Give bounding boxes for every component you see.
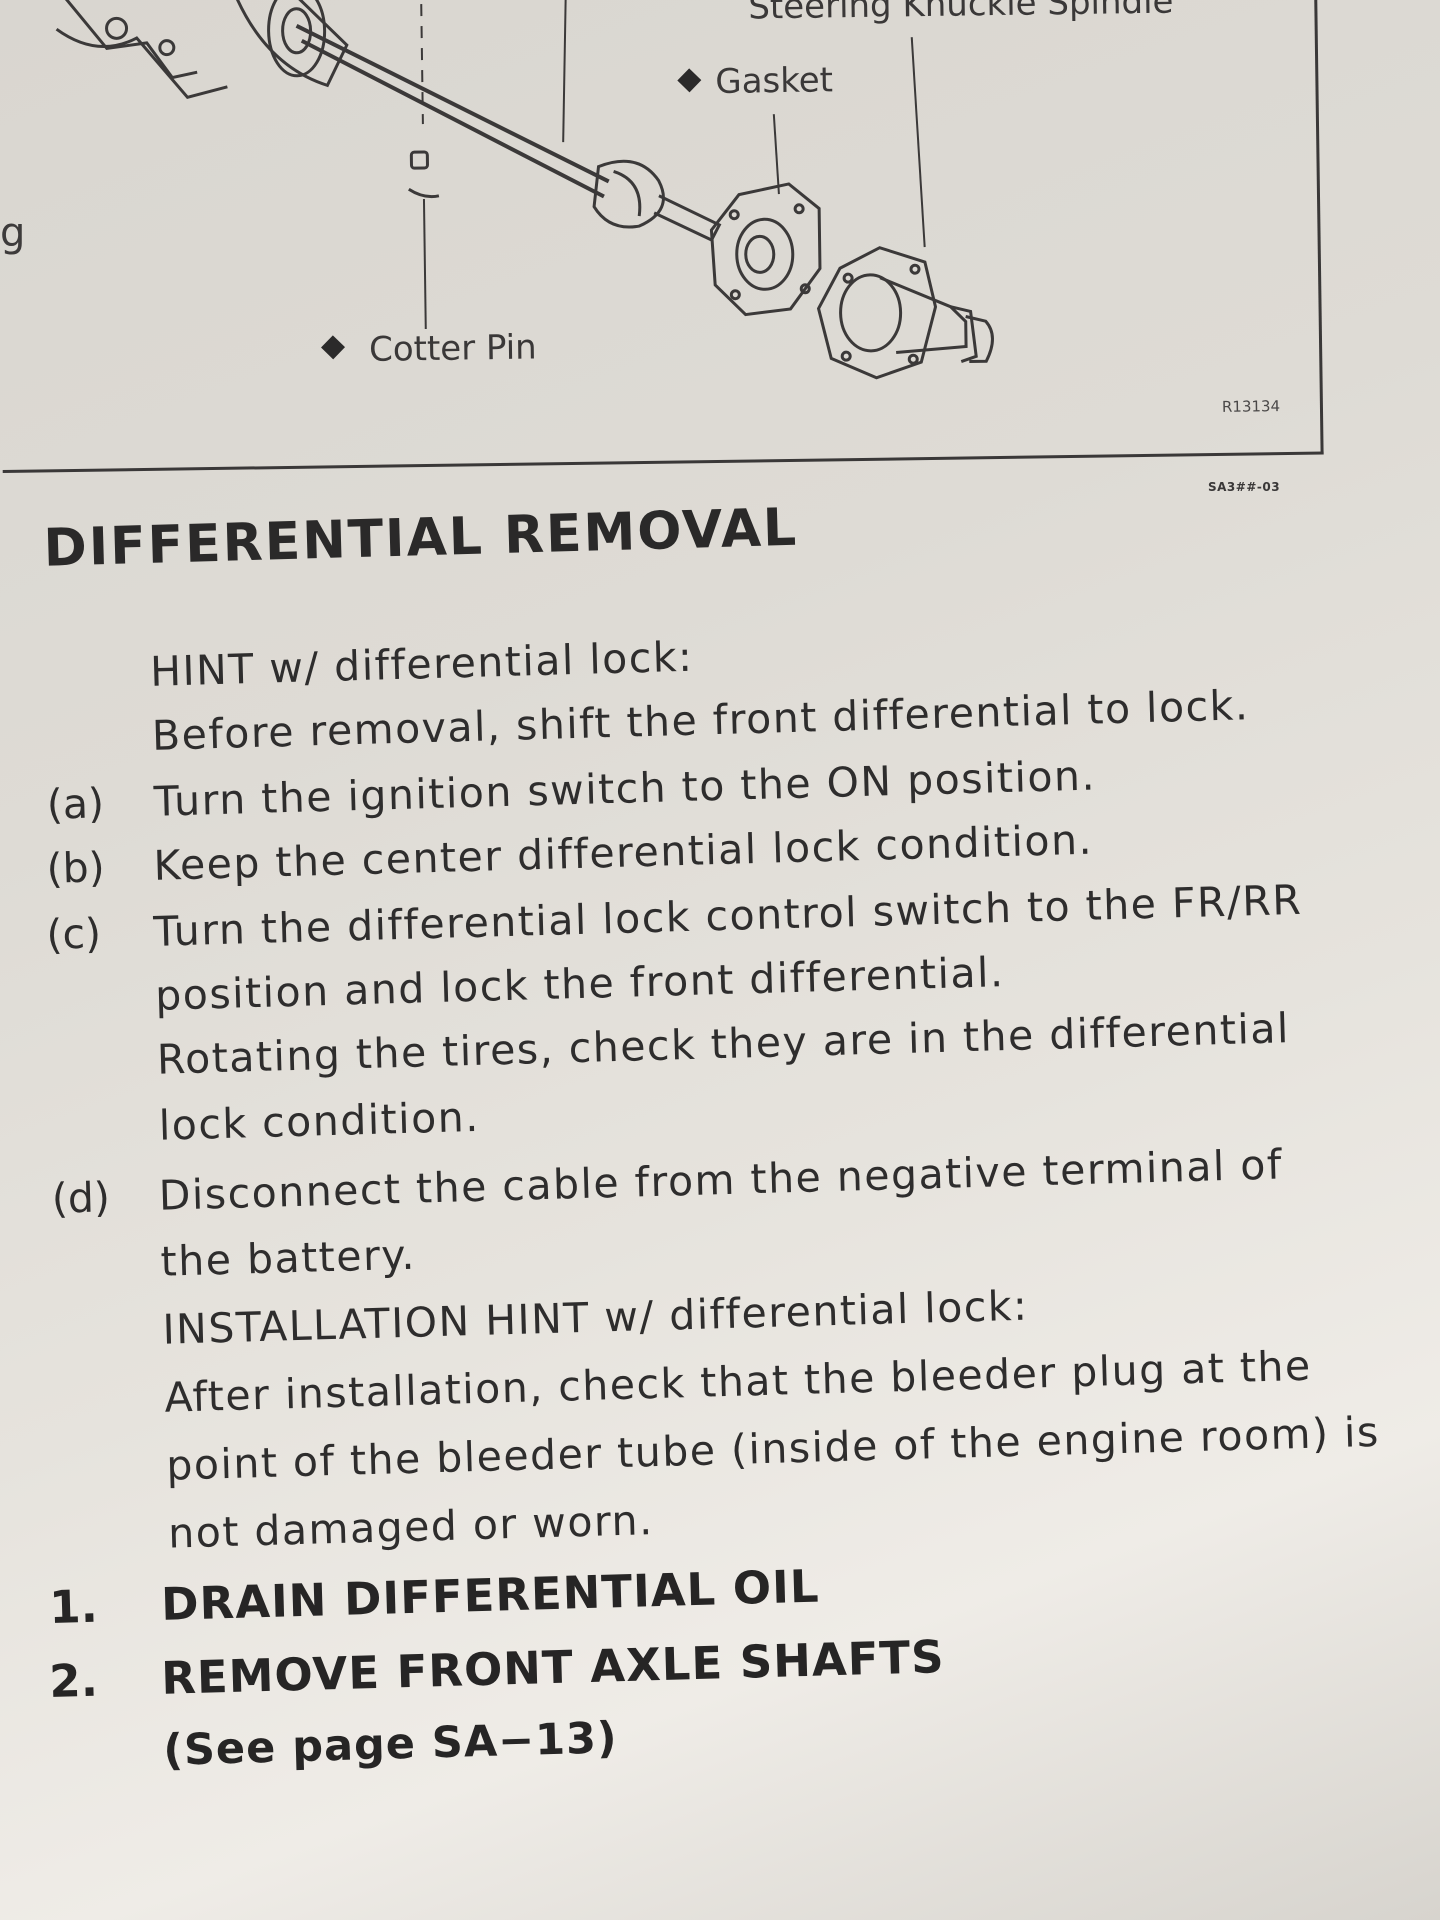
substep-marker-b: (b) <box>45 843 106 893</box>
axle-diagram-illustration <box>55 0 994 380</box>
substep-d-line: Disconnect the cable from the negative t… <box>158 1140 1284 1220</box>
substep-c-line: lock condition. <box>158 1092 481 1150</box>
substep-b-line: Keep the center differential lock condit… <box>152 815 1094 890</box>
section-title: DIFFERENTIAL REMOVAL <box>42 497 799 579</box>
step-number: 2. <box>48 1653 99 1709</box>
section-code: SA3##-03 <box>1208 480 1281 494</box>
margin-mark: g <box>0 210 26 256</box>
installation-hint-line: not damaged or worn. <box>167 1496 655 1558</box>
substep-a-line: Turn the ignition switch to the ON posit… <box>153 751 1097 826</box>
installation-hint-heading: INSTALLATION HINT w/ differential lock: <box>161 1281 1029 1354</box>
substep-marker-c: (c) <box>45 909 102 959</box>
page-reference: (See page SA−13) <box>162 1713 619 1776</box>
installation-hint-line: point of the bleeder tube (inside of the… <box>165 1407 1381 1490</box>
substep-d-line: the battery. <box>159 1230 417 1286</box>
hint-text: Before removal, shift the front differen… <box>151 681 1250 760</box>
substep-c-line: position and lock the front differential… <box>154 948 1006 1020</box>
substep-marker-a: (a) <box>46 779 105 829</box>
diamond-icon <box>677 68 702 93</box>
substep-c-line: Turn the differential lock control switc… <box>152 875 1303 956</box>
installation-hint-line: After installation, check that the bleed… <box>163 1341 1313 1422</box>
hint-heading: HINT w/ differential lock: <box>149 632 694 696</box>
step-remove-front-axle-shafts: REMOVE FRONT AXLE SHAFTS <box>160 1630 946 1705</box>
step-drain-differential-oil: DRAIN DIFFERENTIAL OIL <box>160 1559 821 1631</box>
step-number: 1. <box>48 1579 99 1635</box>
substep-c-line: Rotating the tires, check they are in th… <box>156 1004 1291 1084</box>
substep-marker-d: (d) <box>51 1173 111 1223</box>
exploded-diagram: Steering Knuckle Spindle Gasket Cotter P… <box>0 0 1324 473</box>
diamond-icon <box>321 335 346 360</box>
